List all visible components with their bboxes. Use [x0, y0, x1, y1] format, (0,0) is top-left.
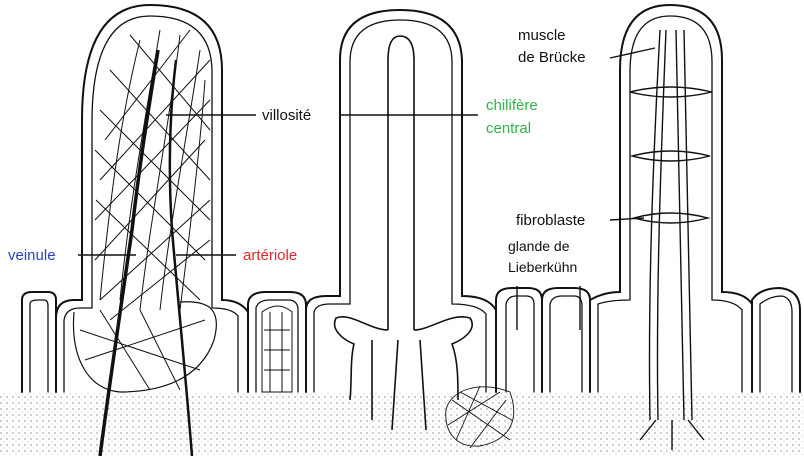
label-chilifere-line2: central — [486, 120, 531, 137]
label-chilifere-line1: chilifère — [486, 97, 538, 114]
label-muscle-line1: muscle — [518, 27, 566, 44]
villus-capillary-network — [73, 30, 216, 392]
label-glande-line1: glande de — [508, 238, 570, 254]
label-fibroblaste: fibroblaste — [516, 212, 585, 229]
label-arteriole: artériole — [243, 247, 297, 264]
crypt-vessel-cluster — [262, 306, 292, 392]
label-villosite: villosité — [262, 107, 311, 124]
label-veinule: veinule — [8, 247, 56, 264]
label-muscle-line2: de Brücke — [518, 49, 586, 66]
brucke-muscle-fibres — [630, 30, 712, 450]
epithelium-outline — [22, 5, 800, 392]
label-glande-line2: Lieberkühn — [508, 259, 577, 275]
